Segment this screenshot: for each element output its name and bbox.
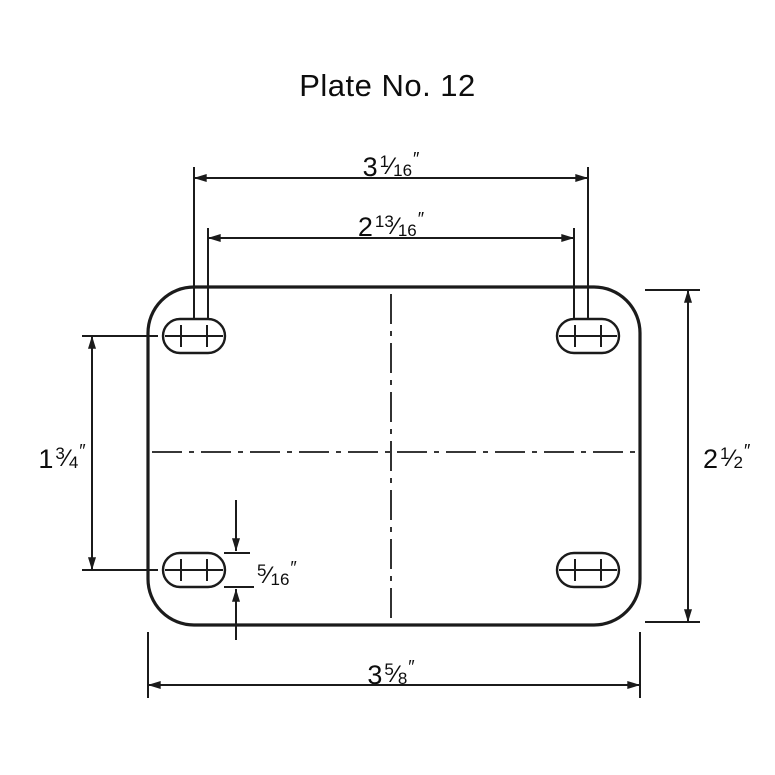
- inch-mark: ″: [413, 149, 420, 169]
- dimension-whole: 2: [703, 444, 719, 474]
- slot-bottom-right: [555, 551, 621, 589]
- dimension-whole: 3: [367, 660, 383, 690]
- slot-top-left: [161, 317, 227, 355]
- dim-bottom-width: [147, 632, 641, 698]
- inch-mark: ″: [79, 441, 86, 461]
- drawing-title: Plate No. 12: [299, 68, 476, 103]
- dimension-denominator: 4: [68, 453, 79, 472]
- dim-top-inner: [207, 228, 575, 320]
- dimension-denominator: 16: [397, 221, 417, 240]
- dimension-whole: 3: [362, 152, 378, 182]
- slot-top-right: [555, 317, 621, 355]
- dimension-numerator: 1: [720, 444, 730, 463]
- fraction-slash: ⁄: [266, 562, 271, 589]
- dim-top-outer: [193, 167, 589, 320]
- dimension-whole: 2: [357, 212, 373, 242]
- plate-outline: [146, 285, 642, 627]
- fraction-slash: ⁄: [64, 445, 69, 472]
- dimension-numerator: 5: [384, 660, 394, 679]
- dimension-denominator: 8: [397, 669, 408, 688]
- dimension-denominator: 16: [270, 570, 290, 589]
- fraction-slash: ⁄: [729, 445, 734, 472]
- dim-slot-height: [224, 500, 254, 640]
- dimension-numerator: 5: [257, 561, 267, 580]
- dim-label-slot-height: 5⁄16″: [250, 551, 302, 589]
- dimension-denominator: 2: [733, 453, 743, 472]
- dim-left-height: [82, 335, 158, 571]
- inch-mark: ″: [743, 441, 751, 461]
- dimension-denominator: 16: [393, 161, 413, 180]
- dimension-numerator: 3: [55, 444, 65, 463]
- inch-mark: ″: [408, 657, 415, 677]
- inch-mark: ″: [290, 558, 297, 578]
- fraction-slash: ⁄: [393, 661, 398, 688]
- dimension-whole: 1: [38, 444, 54, 474]
- slot-bottom-left: [161, 551, 227, 589]
- dim-right-height: [645, 289, 700, 623]
- fraction-slash: ⁄: [389, 153, 394, 180]
- inch-mark: ″: [417, 209, 425, 229]
- fraction-slash: ⁄: [393, 213, 398, 240]
- dimension-numerator: 1: [379, 152, 390, 171]
- dimension-numerator: 13: [374, 212, 394, 231]
